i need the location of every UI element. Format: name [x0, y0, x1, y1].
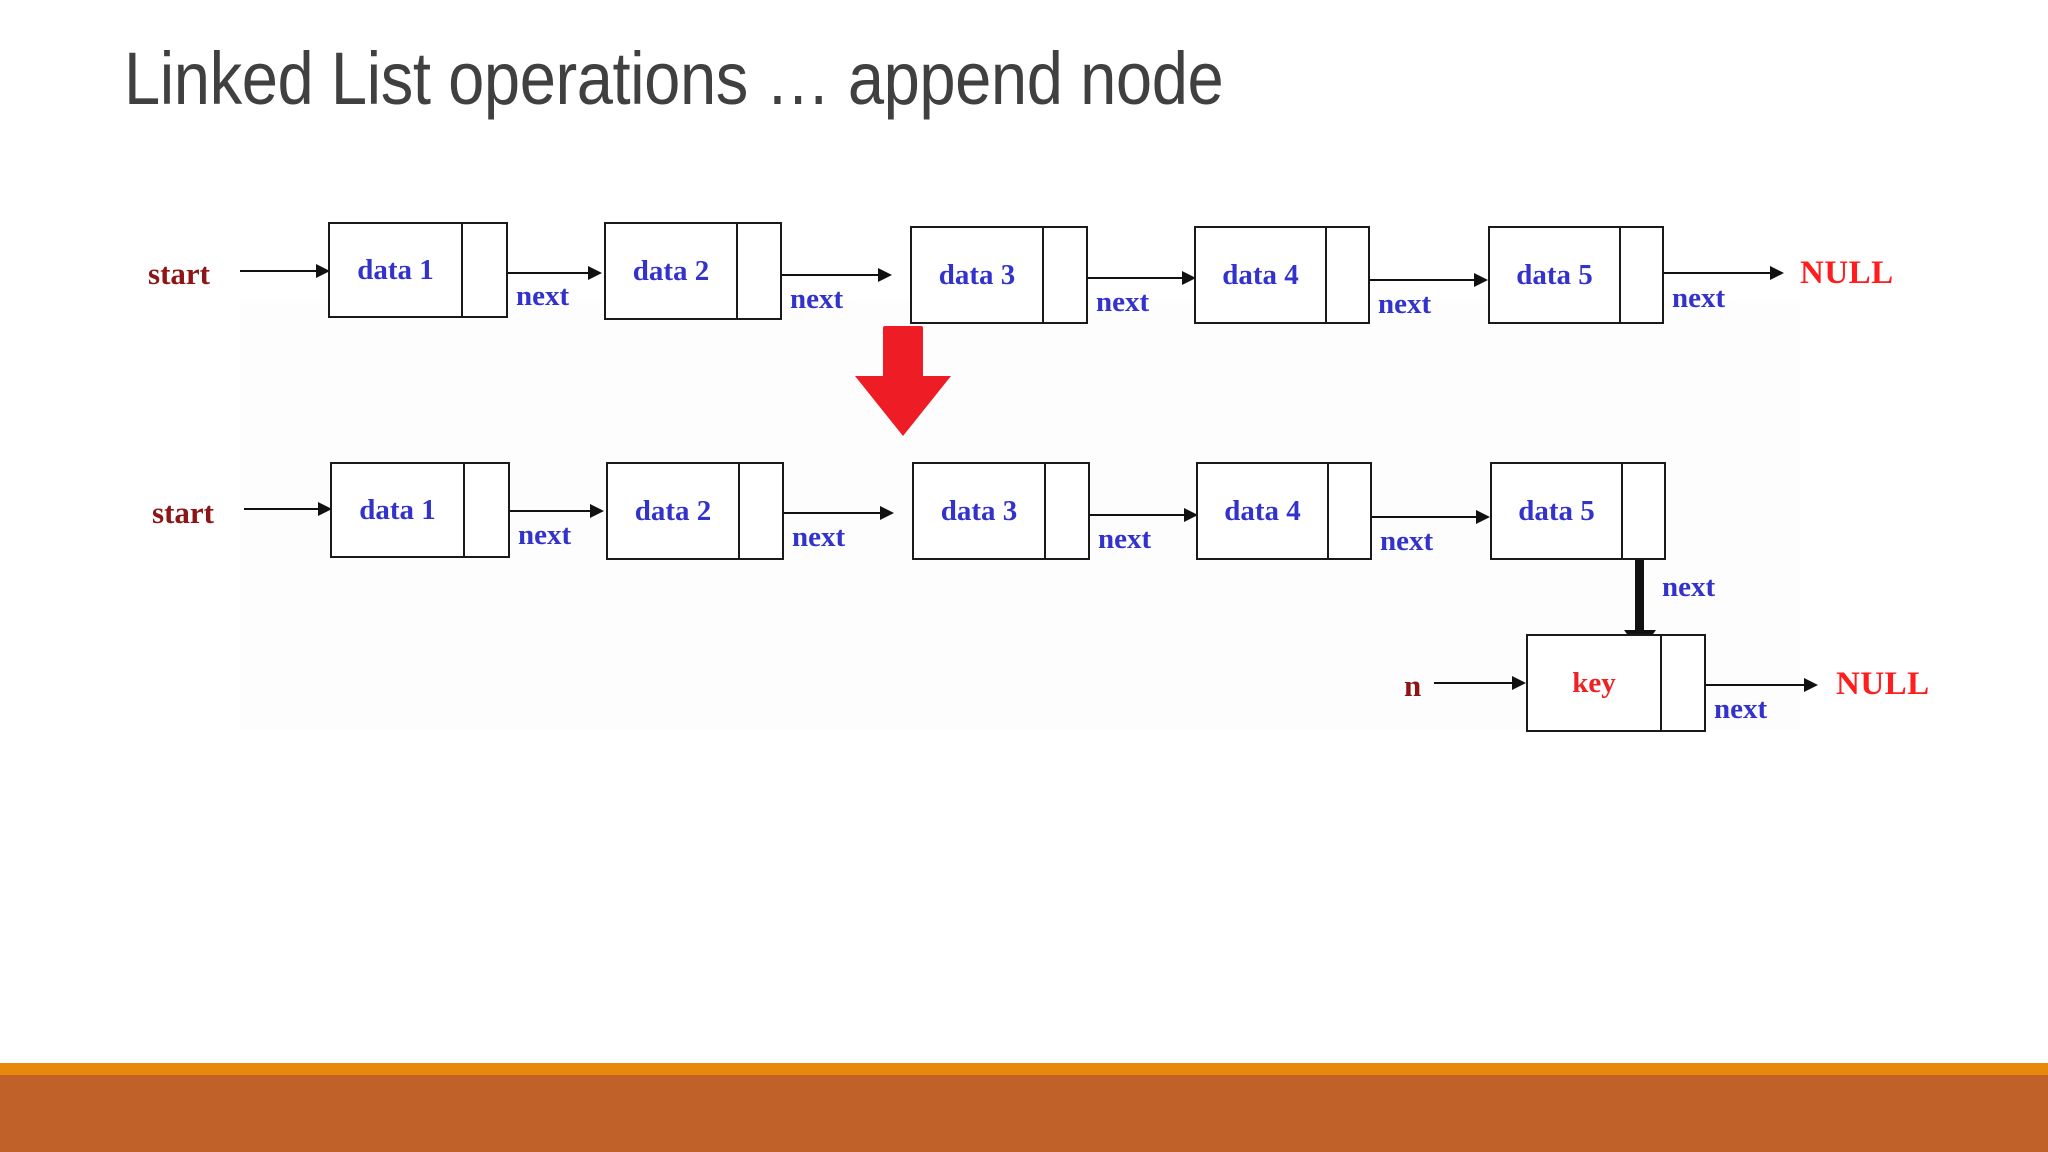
before-node-2-data: data 2	[606, 224, 738, 318]
after-node-1: data 1	[330, 462, 510, 558]
after-node-5: data 5	[1490, 462, 1666, 560]
before-node-2: data 2	[604, 222, 782, 320]
after-start-arrow	[244, 502, 332, 516]
after-node-3: data 3	[912, 462, 1090, 560]
before-node-2-pointer-cell	[738, 224, 780, 318]
page-title: Linked List operations … append node	[124, 37, 1224, 120]
before-node-4-next-label: next	[1378, 288, 1432, 320]
new-node-pointer-cell	[1662, 636, 1704, 730]
after-node-4-data: data 4	[1198, 464, 1329, 558]
before-node-1-data: data 1	[330, 224, 463, 316]
before-node-5-data: data 5	[1490, 228, 1621, 322]
down-arrow-shaft	[883, 326, 923, 380]
before-null-terminator: NULL	[1800, 255, 1894, 291]
after-node-3-next-label: next	[1098, 523, 1152, 555]
before-node-1-pointer-cell	[463, 224, 506, 316]
after-node-5-data: data 5	[1492, 464, 1623, 558]
new-node-link-arrow	[1635, 560, 1644, 632]
after-node-3-data: data 3	[914, 464, 1046, 558]
after-node-5-next-label: next	[1662, 571, 1716, 603]
before-node-4-data: data 4	[1196, 228, 1327, 322]
after-link-2	[784, 506, 894, 520]
footer-accent-bar	[0, 1063, 2048, 1075]
before-node-5-pointer-cell	[1621, 228, 1662, 322]
after-node-5-pointer-cell	[1623, 464, 1664, 558]
after-node-2: data 2	[606, 462, 784, 560]
before-node-3-data: data 3	[912, 228, 1044, 322]
before-node-1: data 1	[328, 222, 508, 318]
new-node-ref-arrow	[1434, 676, 1526, 690]
before-node-2-next-label: next	[790, 283, 844, 315]
after-start-label: start	[152, 495, 214, 530]
before-node-5: data 5	[1488, 226, 1664, 324]
new-node-ref-label: n	[1404, 668, 1422, 703]
after-node-4: data 4	[1196, 462, 1372, 560]
new-node-next-label: next	[1714, 693, 1768, 725]
before-node-4: data 4	[1194, 226, 1370, 324]
after-link-1	[510, 504, 604, 518]
before-node-4-pointer-cell	[1327, 228, 1368, 322]
before-link-5	[1664, 266, 1784, 280]
after-node-4-next-label: next	[1380, 525, 1434, 557]
after-node-1-pointer-cell	[465, 464, 508, 556]
before-node-3: data 3	[910, 226, 1088, 324]
before-start-label: start	[148, 256, 210, 291]
new-node-data: key	[1528, 636, 1662, 730]
before-link-2	[782, 268, 892, 282]
before-node-1-next-label: next	[516, 280, 570, 312]
before-link-4	[1370, 273, 1488, 287]
after-link-4	[1372, 510, 1490, 524]
down-arrow-icon	[855, 326, 951, 436]
footer-bar	[0, 1075, 2048, 1152]
down-arrow-head	[855, 376, 951, 436]
after-node-3-pointer-cell	[1046, 464, 1088, 558]
after-node-2-data: data 2	[608, 464, 740, 558]
new-node-null-terminator: NULL	[1836, 666, 1930, 702]
before-link-3	[1088, 271, 1196, 285]
before-node-5-next-label: next	[1672, 282, 1726, 314]
before-node-3-pointer-cell	[1044, 228, 1086, 322]
before-node-3-next-label: next	[1096, 286, 1150, 318]
before-link-1	[508, 266, 602, 280]
new-node: key	[1526, 634, 1706, 732]
after-link-3	[1090, 508, 1198, 522]
after-node-4-pointer-cell	[1329, 464, 1370, 558]
new-node-null-arrow	[1706, 678, 1818, 692]
before-start-arrow	[240, 264, 330, 278]
after-node-2-next-label: next	[792, 521, 846, 553]
after-node-1-data: data 1	[332, 464, 465, 556]
after-node-1-next-label: next	[518, 519, 572, 551]
after-node-2-pointer-cell	[740, 464, 782, 558]
